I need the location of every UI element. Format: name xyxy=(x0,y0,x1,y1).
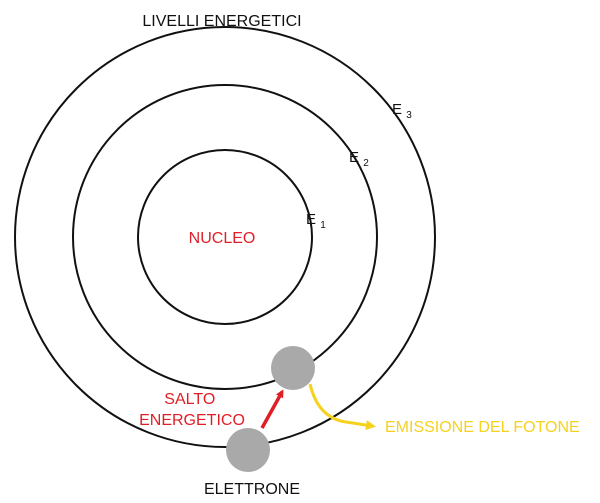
nucleus-label: NUCLEO xyxy=(189,230,256,247)
level-label-e1: E 1 xyxy=(306,211,326,231)
level-subscript-e2: 2 xyxy=(363,158,369,169)
photon-emission-label: EMISSIONE DEL FOTONE xyxy=(385,419,580,436)
energy-jump-arrow xyxy=(260,389,284,429)
orbit-e1 xyxy=(137,149,313,325)
level-letter-e1: E xyxy=(306,211,316,228)
energy-jump-line1: SALTO xyxy=(164,391,215,408)
electron-label: ELETTRONE xyxy=(204,481,300,498)
photon-emission-arrow xyxy=(308,383,376,431)
electron-ground xyxy=(226,428,270,472)
level-letter-e2: E xyxy=(349,149,359,166)
level-subscript-e3: 3 xyxy=(406,110,412,121)
orbit-e2 xyxy=(72,84,378,390)
energy-jump-label: SALTO ENERGETICO xyxy=(139,391,245,429)
level-letter-e3: E xyxy=(392,101,402,118)
level-label-e3: E 3 xyxy=(392,101,412,121)
diagram-title: LIVELLI ENERGETICI xyxy=(142,13,301,30)
orbit-e3 xyxy=(14,26,436,448)
electron-excited xyxy=(271,346,315,390)
level-label-e2: E 2 xyxy=(349,149,369,169)
level-subscript-e1: 1 xyxy=(320,220,326,231)
energy-jump-line2: ENERGETICO xyxy=(139,412,245,429)
